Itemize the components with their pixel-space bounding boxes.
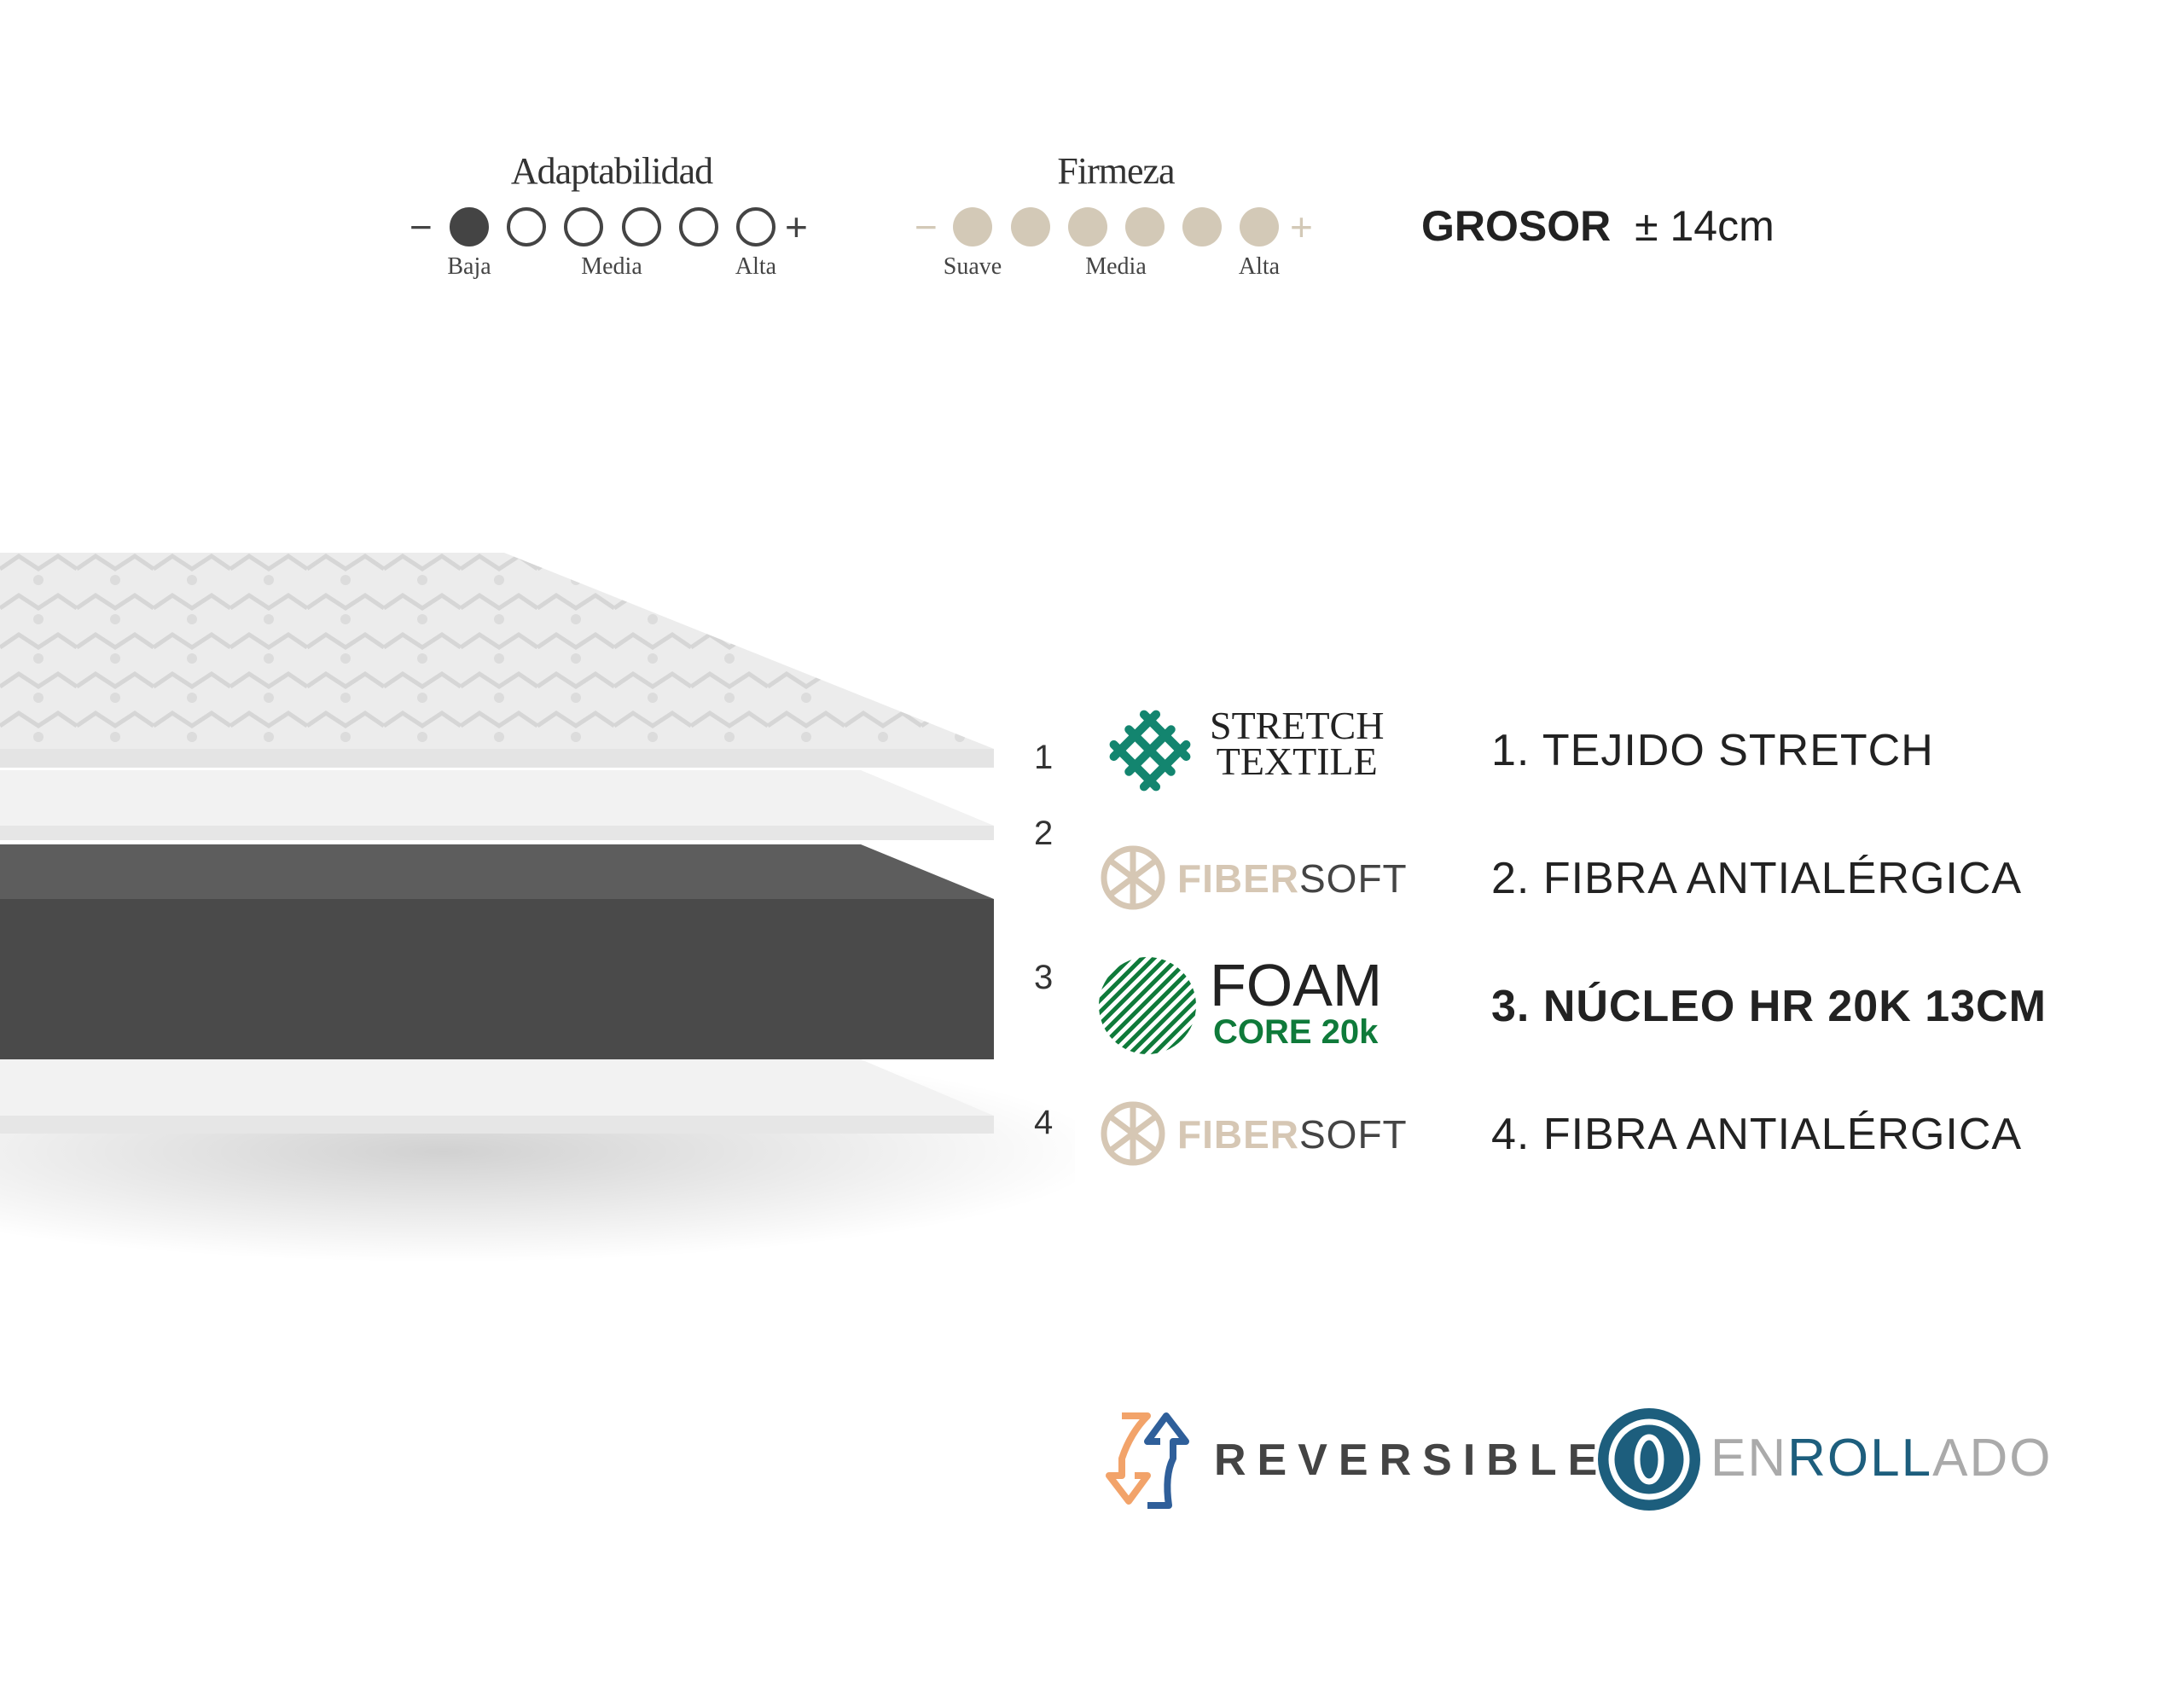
adaptability-label-mid: Media bbox=[581, 253, 642, 280]
layer-number: 4 bbox=[1034, 1104, 1054, 1141]
adaptability-dot bbox=[736, 207, 775, 246]
layer-label: 2. FIBRA ANTIALÉRGICA bbox=[1491, 854, 2023, 903]
firmness-plus: + bbox=[1290, 205, 1313, 249]
firmness-label-mid: Media bbox=[1085, 253, 1147, 280]
layer-label: 3. NÚCLEO HR 20K 13CM bbox=[1491, 982, 2047, 1031]
firmness-minus: − bbox=[915, 205, 938, 249]
logo-part: FIBER bbox=[1177, 1112, 1299, 1157]
layer-4 bbox=[0, 1059, 994, 1134]
logo-part: EN bbox=[1711, 1429, 1788, 1488]
logo-part: ADO bbox=[1932, 1429, 2053, 1488]
thickness-label: GROSOR bbox=[1421, 202, 1612, 250]
logo-line: STRETCH bbox=[1210, 704, 1385, 747]
layer-number: 1 bbox=[1034, 739, 1054, 776]
logo-part: SOFT bbox=[1299, 1112, 1408, 1157]
firmness-dot bbox=[953, 207, 992, 246]
layer-3-core bbox=[0, 899, 994, 1059]
layer-3-top bbox=[0, 844, 994, 899]
foam-core-logo: FOAM CORE 20k bbox=[1210, 955, 1382, 1049]
mattress-illustration bbox=[0, 553, 1075, 1262]
layer-number: 2 bbox=[1034, 815, 1054, 852]
fibersoft-logo: FIBERSOFT bbox=[1177, 856, 1408, 902]
reversible-label: REVERSIBLE bbox=[1214, 1436, 1609, 1485]
layer-number: 3 bbox=[1034, 959, 1054, 996]
stretch-textile-icon bbox=[1099, 699, 1201, 802]
adaptability-dot bbox=[450, 207, 489, 246]
logo-line: FOAM bbox=[1210, 952, 1383, 1018]
firmness-dot bbox=[1011, 207, 1050, 246]
layer-label: 4. FIBRA ANTIALÉRGICA bbox=[1491, 1110, 2023, 1159]
logo-part: FIBER bbox=[1177, 856, 1299, 901]
firmness-label-high: Alta bbox=[1238, 253, 1281, 280]
logo-line: CORE 20k bbox=[1213, 1013, 1379, 1051]
fibersoft-icon bbox=[1099, 1099, 1167, 1173]
adaptability-label-low: Baja bbox=[447, 253, 491, 280]
layer-label: 1. TEJIDO STRETCH bbox=[1491, 726, 1934, 775]
adaptability-dot bbox=[679, 207, 718, 246]
layer-1-top bbox=[0, 553, 994, 749]
stretch-textile-logo: STRETCH TEXTILE bbox=[1210, 704, 1385, 783]
logo-part: SOFT bbox=[1299, 856, 1408, 901]
adaptability-label-high: Alta bbox=[735, 253, 777, 280]
layer-2 bbox=[0, 770, 994, 840]
firmness-dot bbox=[1125, 207, 1165, 246]
firmness-dot bbox=[1068, 207, 1107, 246]
adaptability-dot bbox=[564, 207, 603, 246]
firmness-dot bbox=[1240, 207, 1279, 246]
thickness-value: ± 14cm bbox=[1635, 202, 1774, 250]
adaptability-title: Adaptabilidad bbox=[510, 150, 713, 192]
thickness: GROSOR ± 14cm bbox=[1421, 201, 1774, 251]
firmness-label-low: Suave bbox=[943, 253, 1002, 280]
enrollado-icon bbox=[1597, 1407, 1701, 1516]
adaptability-dot bbox=[622, 207, 661, 246]
reversible-icon bbox=[1096, 1407, 1199, 1518]
firmness-dot bbox=[1182, 207, 1222, 246]
foam-core-icon bbox=[1097, 955, 1198, 1060]
fibersoft-logo: FIBERSOFT bbox=[1177, 1111, 1408, 1157]
firmness-title: Firmeza bbox=[1057, 150, 1175, 192]
fibersoft-icon bbox=[1099, 843, 1167, 917]
layer-1-edge bbox=[0, 749, 994, 768]
logo-line: TEXTILE bbox=[1216, 740, 1378, 783]
adaptability-dot bbox=[507, 207, 546, 246]
logo-part: ROLL bbox=[1787, 1429, 1933, 1488]
enrollado-label: ENROLLADO bbox=[1711, 1428, 2052, 1488]
adaptability-minus: − bbox=[410, 205, 433, 249]
adaptability-plus: + bbox=[785, 205, 808, 249]
